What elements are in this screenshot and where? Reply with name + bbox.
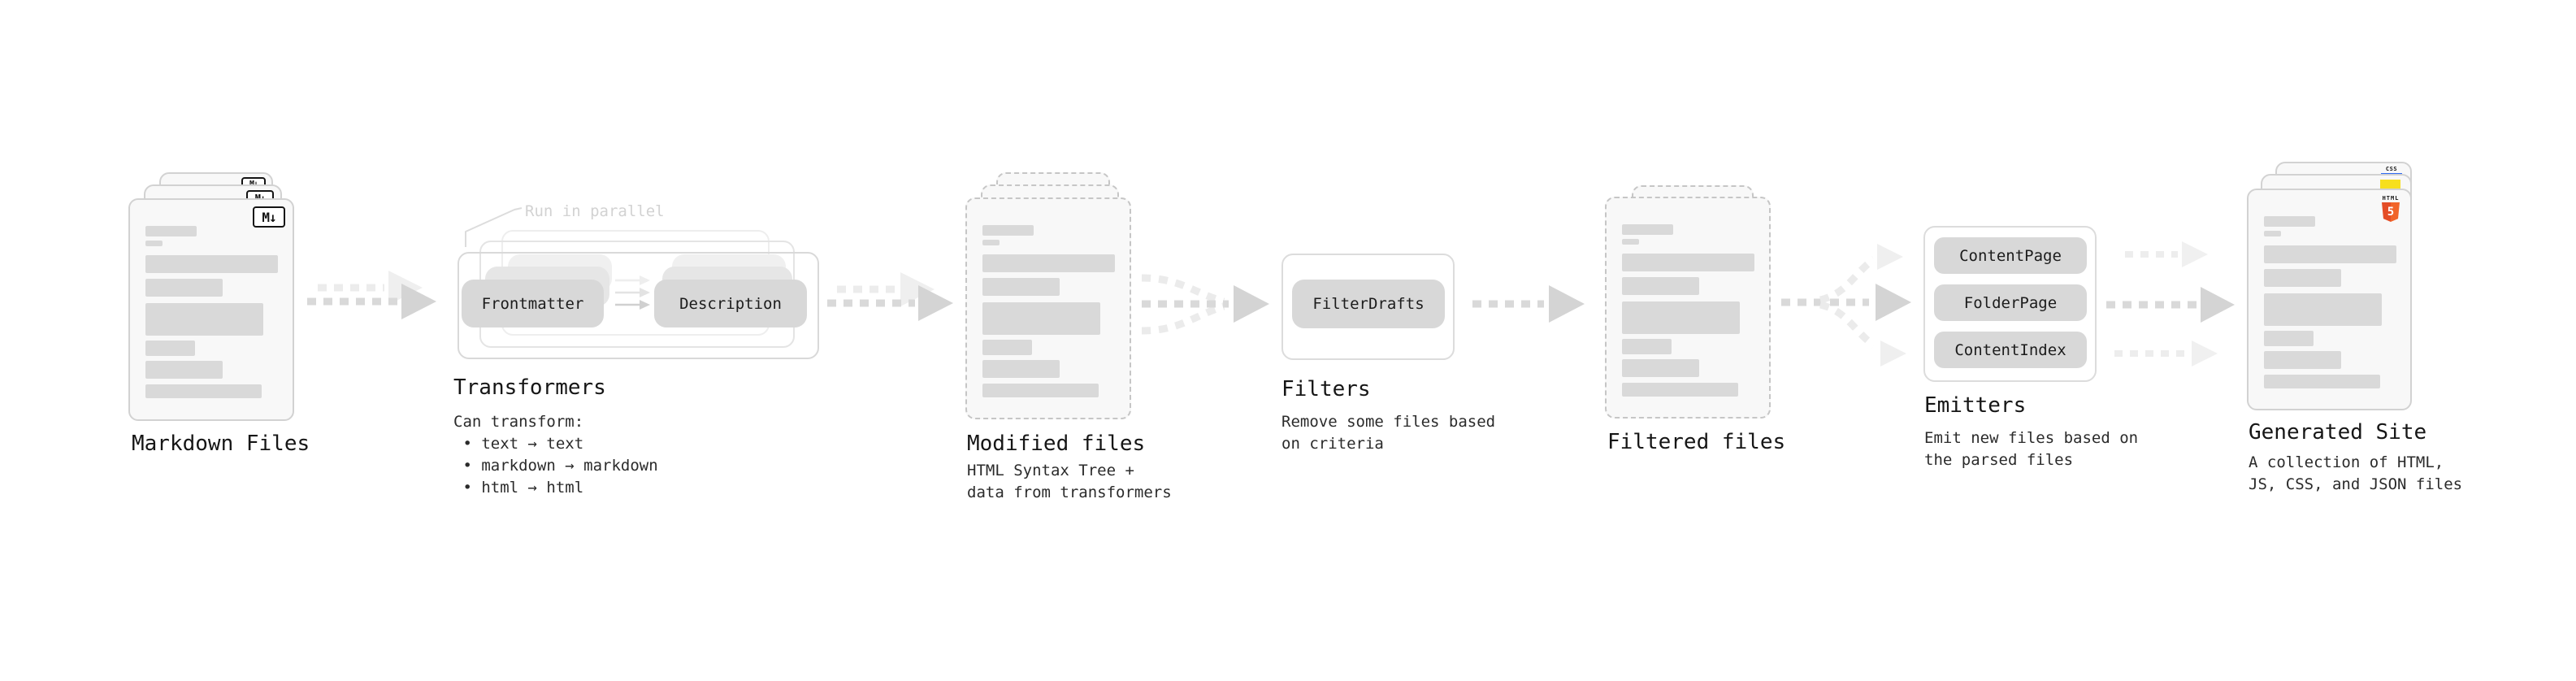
filters-description: Remove some files based on criteria: [1281, 411, 1495, 455]
js-icon: [2380, 180, 2400, 189]
text-placeholder-bar: [2264, 293, 2382, 326]
html5-icon-shield: 5: [2382, 202, 2400, 222]
text-placeholder-bar: [2264, 231, 2281, 236]
generated-file-card-front: HTML 5: [2247, 189, 2412, 410]
arrow-frontmatter-to-description: [615, 275, 650, 310]
text-placeholder-bar: [145, 303, 263, 336]
html5-icon-label: HTML: [2382, 195, 2400, 202]
text-placeholder-bar: [145, 241, 163, 246]
folderpage-pill: FolderPage: [1934, 284, 2087, 321]
generated-site-description: A collection of HTML, JS, CSS, and JSON …: [2249, 452, 2462, 496]
description-line: Remove some files based: [1281, 413, 1496, 431]
arrow-markdown-to-transformers: [307, 271, 436, 319]
description-line: data from transformers: [967, 484, 1172, 501]
transformer-container-front: [458, 252, 819, 359]
frontmatter-pill: Frontmatter: [462, 280, 604, 327]
text-placeholder-bar: [2264, 351, 2341, 369]
description-line: A collection of HTML,: [2249, 453, 2444, 471]
text-placeholder-bar: [1622, 239, 1639, 245]
text-placeholder-bar: [145, 226, 197, 236]
transformers-description: Can transform: • text → text • markdown …: [453, 411, 658, 499]
text-placeholder-bar: [145, 361, 223, 379]
text-placeholder-bar: [982, 225, 1034, 236]
modified-files-title: Modified files: [967, 432, 1146, 456]
text-placeholder-bar: [2264, 331, 2314, 346]
contentindex-pill: ContentIndex: [1934, 332, 2087, 368]
text-placeholder-bar: [145, 255, 278, 273]
text-placeholder-bar: [2264, 269, 2341, 287]
text-placeholder-bar: [1622, 339, 1672, 354]
markdown-icon: M↓: [253, 206, 285, 228]
generated-site-title: Generated Site: [2249, 420, 2427, 445]
text-placeholder-bar: [982, 240, 1000, 245]
run-in-parallel-annotation: Run in parallel: [525, 202, 665, 220]
filterdrafts-pill: FilterDrafts: [1292, 280, 1445, 328]
contentpage-pill: ContentPage: [1934, 237, 2087, 274]
text-placeholder-bar: [1622, 277, 1699, 295]
modified-file-card-front: [965, 197, 1131, 419]
text-placeholder-bar: [982, 360, 1060, 378]
text-placeholder-bar: [145, 340, 195, 356]
text-placeholder-bar: [982, 278, 1060, 296]
css-icon-label: CSS: [2385, 166, 2398, 172]
text-placeholder-bar: [982, 302, 1100, 335]
description-line: • text → text: [453, 435, 584, 453]
text-placeholder-bar: [1622, 359, 1699, 377]
description-pill: Description: [654, 280, 807, 327]
arrow-modified-to-filters: [1141, 274, 1269, 335]
transformers-title: Transformers: [453, 375, 606, 400]
run-in-parallel-callout-line: [465, 207, 523, 247]
text-placeholder-bar: [1622, 254, 1754, 271]
text-placeholder-bar: [2264, 245, 2396, 263]
text-placeholder-bar: [145, 279, 223, 297]
arrow-emitters-to-generated: [2106, 241, 2235, 367]
text-placeholder-bar: [1622, 383, 1738, 397]
filters-title: Filters: [1281, 377, 1371, 401]
emitters-title: Emitters: [1924, 393, 2027, 418]
description-line: • markdown → markdown: [453, 457, 658, 475]
description-line: JS, CSS, and JSON files: [2249, 475, 2463, 493]
description-line: HTML Syntax Tree +: [967, 462, 1134, 479]
filtered-file-card-front: [1605, 197, 1771, 419]
arrow-filters-to-filtered: [1472, 285, 1585, 323]
arrow-filtered-to-emitters: [1781, 244, 1911, 367]
description-line: • html → html: [453, 479, 584, 497]
text-placeholder-bar: [145, 384, 262, 398]
description-line: Emit new files based on: [1924, 429, 2139, 447]
html5-icon: HTML 5: [2382, 195, 2400, 222]
emitters-description: Emit new files based on the parsed files: [1924, 427, 2138, 471]
markdown-files-title: Markdown Files: [132, 432, 310, 456]
text-placeholder-bar: [2264, 216, 2315, 227]
text-placeholder-bar: [1622, 224, 1673, 235]
markdown-file-card-front: M↓: [128, 198, 294, 421]
text-placeholder-bar: [2264, 375, 2380, 388]
arrow-transformers-to-modified: [827, 272, 953, 321]
text-placeholder-bar: [982, 340, 1032, 355]
filtered-files-title: Filtered files: [1607, 430, 1786, 454]
description-line: Can transform:: [453, 413, 584, 431]
description-line: on criteria: [1281, 435, 1384, 453]
text-placeholder-bar: [1622, 301, 1740, 334]
modified-files-description: HTML Syntax Tree + data from transformer…: [967, 460, 1172, 504]
text-placeholder-bar: [982, 254, 1115, 272]
text-placeholder-bar: [982, 384, 1099, 397]
description-line: the parsed files: [1924, 451, 2074, 469]
